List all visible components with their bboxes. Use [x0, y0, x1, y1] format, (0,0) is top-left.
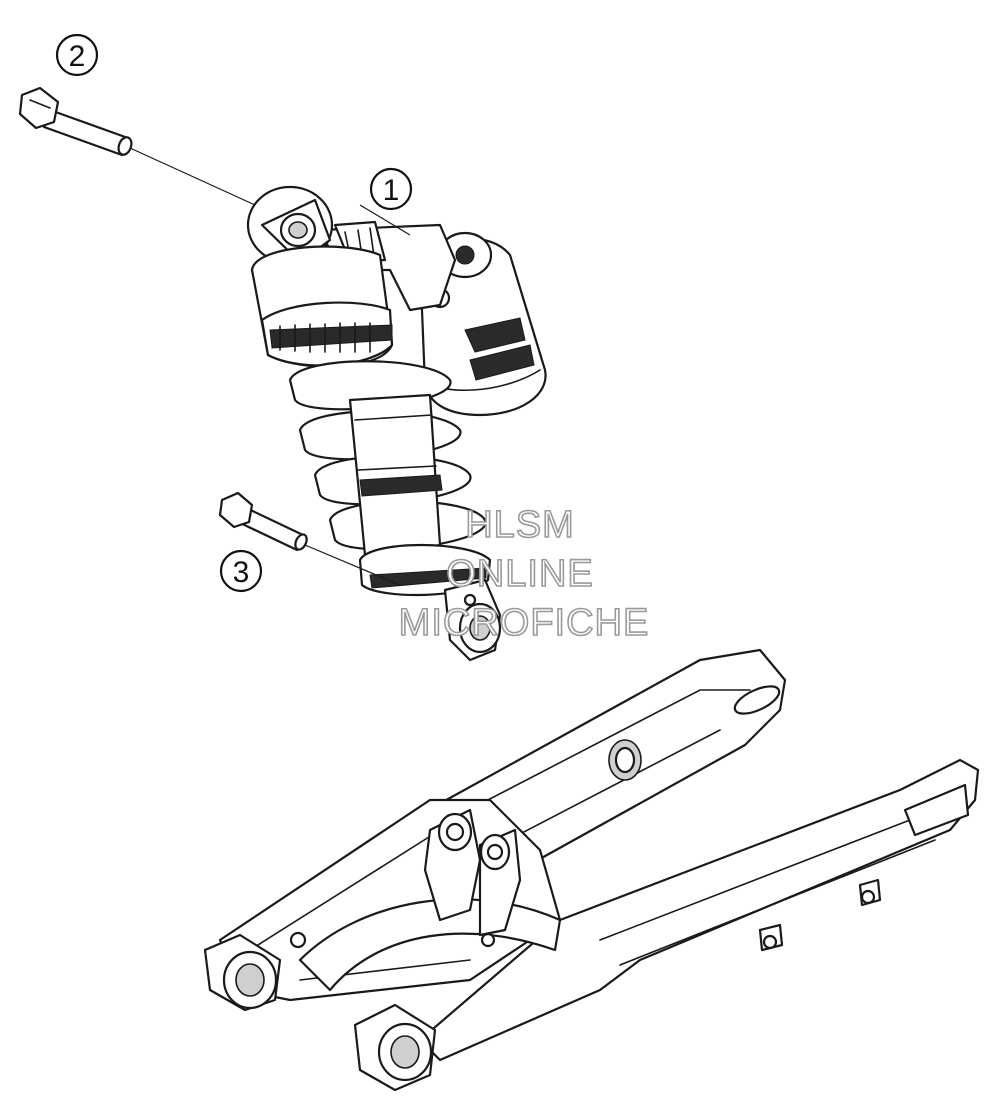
lower-mounting-bolt[interactable]	[218, 491, 309, 552]
upper-mounting-bolt[interactable]	[18, 86, 134, 157]
callout-2[interactable]: 2	[55, 33, 99, 77]
leader-line-3	[304, 544, 401, 586]
callout-3-label: 3	[233, 556, 250, 589]
shock-absorber[interactable]	[246, 185, 547, 662]
watermark-line-3: MICROFICHE	[399, 602, 650, 644]
callout-2-label: 2	[69, 40, 86, 73]
watermark: HLSM ONLINE MICROFICHE	[398, 503, 650, 645]
watermark-line-1: HLSM	[465, 504, 575, 546]
callout-1-label: 1	[383, 174, 400, 207]
callout-1[interactable]: 1	[369, 167, 413, 211]
leader-line-1	[359, 204, 411, 236]
callout-3[interactable]: 3	[219, 549, 263, 593]
leader-line-2	[129, 147, 256, 206]
swingarm[interactable]	[203, 648, 980, 1092]
watermark-line-2: ONLINE	[446, 553, 593, 595]
